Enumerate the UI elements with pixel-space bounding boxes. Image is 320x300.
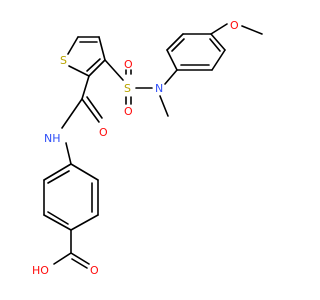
bond-carbonyl-n [61,98,83,129]
atom-carboxyl-hydroxyl: HO [32,264,49,277]
bond-c3-sulfonyl-s [104,59,124,81]
bond-ar1-b [166,33,184,51]
bond-thiophene-c4-c3 [98,36,106,61]
bond-carboxyl-oh [53,252,72,265]
bond-c2-carbonyl [81,75,90,100]
bond-thiophene-c3-c2 [88,59,106,77]
atom-sulfonyl-oxygen-bottom: O [124,105,133,118]
bond-carbonyl-o-double [86,96,103,119]
molecule-diagram: S S O O N O O NH O HO [32,19,263,277]
bond-aryl-methoxy-o [210,23,228,35]
bond-ar2-d [43,214,72,231]
bond-ar1-d [210,33,226,51]
atom-amide-oxygen: O [99,126,108,139]
bond-ar2-a [70,163,99,181]
bond-thiophene-c2-s [68,65,90,77]
atom-sulfonyl-sulfur: S [124,82,131,95]
atom-methoxy-oxygen: O [230,19,239,32]
bond-ar2-f [43,163,72,181]
bond-ar1-e [211,49,226,71]
atom-labels: S S O O N O O NH O HO [32,19,239,277]
bond-n-aryl [164,69,178,85]
atom-sulfonyl-oxygen-top: O [124,58,133,71]
bond-thiophene-c3-c2-double [86,58,101,72]
bond-methoxy-o-methyl [241,25,263,35]
atom-sulfonamide-nitrogen: N [155,82,163,95]
bond-carboxyl-o-double-2 [71,258,88,269]
bond-carboxyl-o-double [70,252,90,265]
bond-ar1-d-double [209,38,221,52]
bond-n-methyl [159,95,169,117]
atom-amide-nh: NH [44,132,61,145]
atom-carboxyl-oxygen: O [90,264,99,277]
atom-ring-sulfur: S [60,54,67,67]
bond-n-benzoic [65,142,72,165]
bond-carbonyl-o [81,98,100,123]
bonds [43,23,263,269]
bond-thiophene-s-c5 [67,36,79,55]
bond-ar1-a [166,49,178,71]
bond-ar2-f-double [47,170,70,184]
bond-ar2-c [70,214,99,231]
bond-ar1-b-double [171,38,185,52]
bond-ar2-d-double [47,211,69,225]
